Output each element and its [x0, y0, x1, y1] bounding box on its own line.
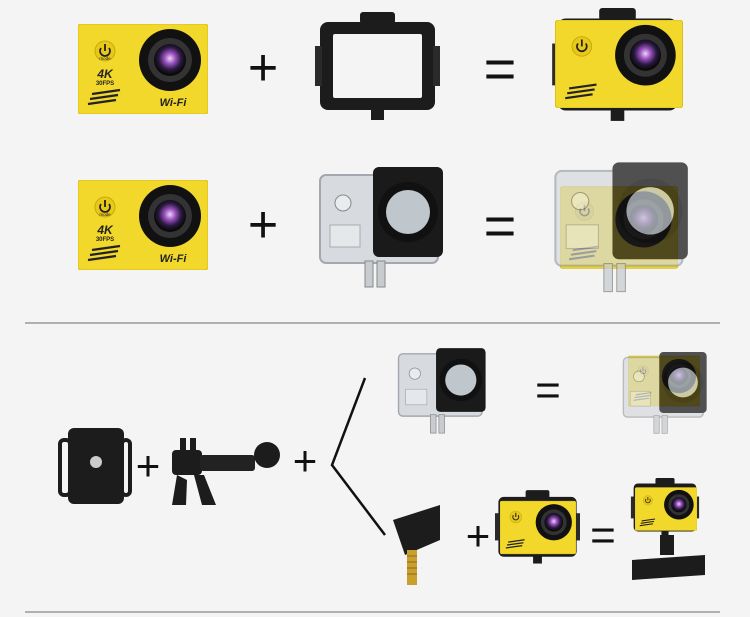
equals-sign: =	[484, 194, 517, 257]
extension-arm	[172, 438, 280, 505]
plus-sign: +	[293, 437, 318, 484]
tripod-adapter	[393, 505, 440, 585]
waterproof-housing	[397, 347, 487, 434]
camera-in-frame	[495, 490, 580, 564]
plus-sign: +	[248, 39, 278, 97]
equals-sign: =	[590, 511, 616, 560]
plus-sign: +	[248, 196, 278, 254]
camera-labels: mode 4K 30FPS Wi-Fi	[96, 212, 188, 265]
equals-sign: =	[484, 37, 517, 100]
resolution-label: 4K	[96, 67, 114, 81]
mode-label: mode	[99, 212, 111, 217]
fps-label: 30FPS	[96, 237, 114, 243]
mode-label: mode	[99, 56, 111, 61]
curved-adhesive-mount	[58, 428, 132, 504]
plus-sign: +	[136, 442, 161, 489]
fps-label: 30FPS	[96, 81, 114, 87]
wifi-label: Wi-Fi	[160, 97, 188, 109]
bracket	[330, 377, 386, 536]
frame-mount	[315, 12, 440, 120]
camera-labels: mode 4K 30FPS Wi-Fi	[96, 56, 188, 109]
camera-in-frame	[552, 8, 683, 121]
waterproof-housing	[319, 166, 444, 288]
resolution-label: 4K	[96, 223, 114, 237]
camera-on-mount	[630, 478, 705, 580]
plus-sign: +	[466, 512, 491, 559]
camera-in-housing	[622, 351, 708, 435]
equals-sign: =	[535, 366, 561, 415]
camera-in-housing	[554, 161, 689, 293]
wifi-label: Wi-Fi	[160, 253, 188, 265]
